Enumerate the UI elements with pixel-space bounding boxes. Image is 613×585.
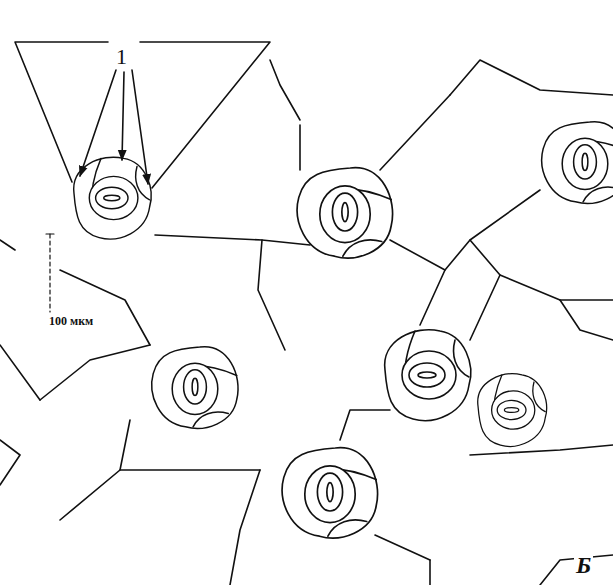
stomatal-complex — [282, 448, 377, 538]
cell-wall — [60, 270, 150, 345]
stomatal-pore — [192, 378, 198, 395]
guard-cells — [96, 187, 128, 209]
stomatal-complex — [152, 347, 238, 429]
leader-arrow — [132, 70, 148, 184]
callout-bracket — [15, 42, 270, 188]
stomatal-complex — [478, 374, 547, 447]
inner-subsidiary — [562, 138, 608, 189]
inner-subsidiary — [172, 363, 218, 414]
stomatal-complex — [297, 168, 392, 258]
scale-label: 100 мкм — [47, 314, 95, 328]
subsidiary-cell — [478, 374, 547, 447]
cell-wall — [470, 445, 613, 455]
stomatal-complex — [542, 122, 613, 204]
subsidiary-cell — [74, 157, 151, 239]
guard-cells — [409, 363, 445, 387]
guard-cells — [332, 193, 357, 231]
cell-wall — [470, 275, 500, 340]
cell-wall — [340, 410, 390, 440]
stomatal-complex — [74, 157, 151, 239]
cell-wall — [0, 345, 40, 400]
guard-cells — [497, 400, 526, 419]
cell-wall — [230, 470, 260, 585]
inner-subsidiary — [492, 391, 535, 429]
scale-tick — [46, 233, 54, 234]
stomatal-pore — [418, 372, 436, 378]
leader-arrow — [122, 72, 124, 160]
inner-subsidiary — [402, 351, 456, 399]
cell-wall — [375, 535, 430, 560]
cell-wall — [380, 95, 450, 170]
inner-subsidiary — [89, 176, 138, 219]
cell-wall — [40, 345, 150, 400]
stomatal-pore — [342, 203, 348, 222]
cell-walls — [0, 60, 613, 585]
cell-wall — [0, 240, 15, 250]
bracket-line — [140, 42, 270, 188]
callout-number: 1 — [114, 45, 129, 69]
guard-cells — [317, 473, 342, 511]
panel-letter: Б — [574, 552, 593, 578]
subsidiary-cell — [152, 347, 238, 429]
stomatal-pore — [582, 153, 588, 170]
stomatal-pore — [327, 483, 333, 502]
subsidiary-cell — [282, 448, 377, 538]
stomatal-pore — [504, 408, 518, 413]
cell-wall — [450, 60, 613, 95]
bracket-line — [15, 42, 108, 182]
stomatal-pore — [104, 195, 120, 200]
cell-wall — [0, 440, 20, 485]
stomatal-complex — [385, 330, 471, 421]
scale-bar — [46, 234, 54, 312]
subsidiary-cell — [385, 330, 471, 421]
inner-subsidiary — [320, 186, 370, 243]
subsidiary-cell — [542, 122, 613, 204]
leader-arrow — [80, 70, 116, 176]
scale-line — [49, 234, 50, 312]
guard-cells — [574, 145, 597, 179]
cell-wall — [420, 270, 445, 325]
guard-cells — [184, 370, 207, 404]
cell-wall — [429, 560, 431, 585]
cell-wall — [258, 240, 285, 350]
cell-wall — [560, 300, 613, 340]
cell-wall — [270, 60, 300, 120]
cell-wall — [155, 235, 310, 245]
cell-wall — [120, 469, 260, 471]
inner-subsidiary — [305, 466, 355, 523]
subsidiary-cell — [297, 168, 392, 258]
cell-wall — [390, 190, 540, 270]
cell-wall — [299, 125, 301, 170]
cell-wall — [470, 240, 613, 300]
